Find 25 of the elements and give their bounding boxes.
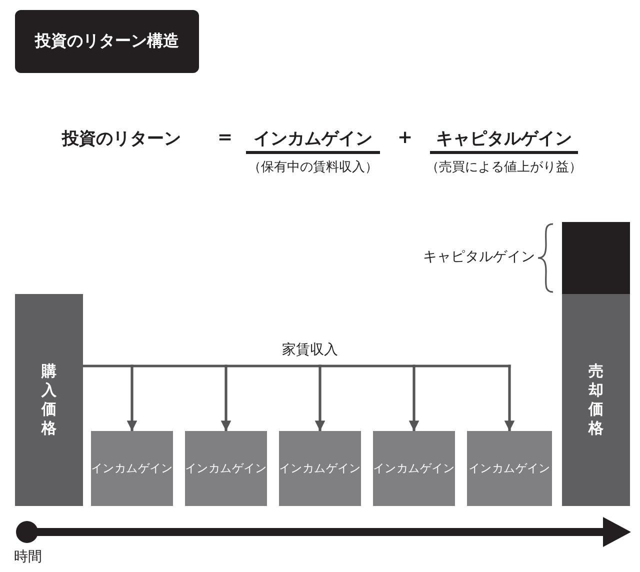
formula-note: （売買による値上がり益）: [425, 159, 583, 176]
income-box: インカムゲイン: [373, 431, 455, 506]
arrow: [504, 364, 515, 431]
price-bar: 売却価格: [562, 294, 630, 506]
arrow: [126, 364, 138, 431]
gain-block: [562, 222, 630, 294]
axis-label: 時間: [14, 548, 43, 566]
income-box: インカムゲイン: [467, 431, 552, 506]
arrow: [314, 364, 326, 431]
price-bar: 購入価格: [15, 294, 83, 506]
gain-label: キャピタルゲイン: [422, 248, 535, 266]
arrow: [220, 364, 232, 431]
equals-sign: =: [216, 127, 234, 148]
connector-line: [83, 364, 511, 368]
income-box: インカムゲイン: [91, 431, 173, 506]
formula-term: キャピタルゲイン: [430, 127, 578, 154]
plus-sign: +: [396, 127, 414, 148]
formula-note: （保有中の賃料収入）: [247, 159, 379, 176]
formula-term: インカムゲイン: [246, 127, 380, 154]
title-box: 投資のリターン構造: [15, 10, 199, 73]
edge-label: 家賃収入: [281, 341, 339, 359]
income-box: インカムゲイン: [279, 431, 361, 506]
formula-term: 投資のリターン: [62, 128, 182, 150]
arrow: [408, 364, 420, 431]
income-box: インカムゲイン: [185, 431, 267, 506]
